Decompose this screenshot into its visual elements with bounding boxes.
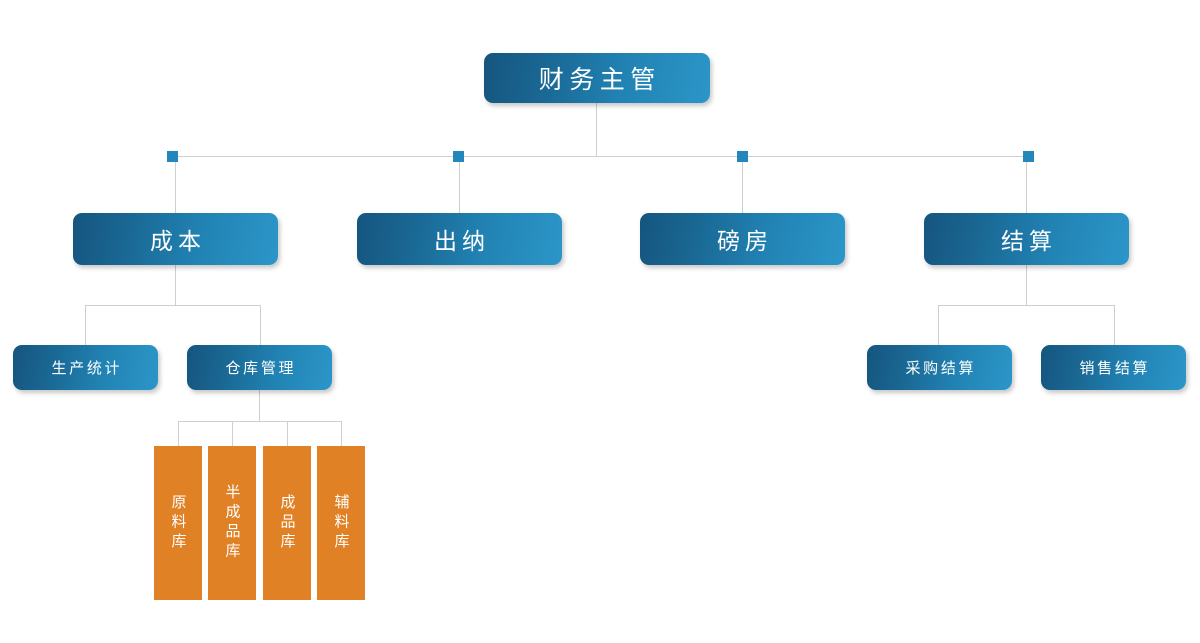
junction-marker-settlement	[1023, 151, 1034, 162]
node-finance-supervisor[interactable]: 财务主管	[484, 53, 710, 103]
node-cost[interactable]: 成本	[73, 213, 278, 265]
node-semifinished-warehouse-label: 半成品库	[223, 484, 241, 562]
connector-root-stem	[596, 103, 597, 156]
connector-drop-semifinished	[232, 421, 233, 446]
node-purchase-settlement[interactable]: 采购结算	[867, 345, 1012, 390]
connector-drop-finished	[287, 421, 288, 446]
connector-warehouse-stem	[259, 390, 260, 421]
node-semifinished-warehouse[interactable]: 半成品库	[208, 446, 256, 600]
node-weigh-room[interactable]: 磅房	[640, 213, 845, 265]
connector-cost-bus	[85, 305, 261, 306]
node-production-statistics[interactable]: 生产统计	[13, 345, 158, 390]
node-settlement[interactable]: 结算	[924, 213, 1129, 265]
connector-drop-auxiliary	[341, 421, 342, 446]
node-sales-settlement[interactable]: 销售结算	[1041, 345, 1186, 390]
connector-drop-raw-material	[178, 421, 179, 446]
connector-drop-purchase-settlement	[938, 305, 939, 345]
node-raw-material-warehouse[interactable]: 原料库	[154, 446, 202, 600]
node-warehouse-management[interactable]: 仓库管理	[187, 345, 332, 390]
connector-drop-sales-settlement	[1114, 305, 1115, 345]
connector-settlement-bus	[938, 305, 1114, 306]
connector-level2-bus	[172, 156, 1029, 157]
connector-settlement-stem	[1026, 265, 1027, 305]
node-auxiliary-warehouse-label: 辅料库	[332, 493, 350, 553]
junction-marker-cost	[167, 151, 178, 162]
junction-marker-weighroom	[737, 151, 748, 162]
connector-warehouse-bus	[178, 421, 342, 422]
node-raw-material-warehouse-label: 原料库	[169, 493, 187, 553]
node-auxiliary-warehouse[interactable]: 辅料库	[317, 446, 365, 600]
node-finished-warehouse-label: 成品库	[278, 493, 296, 553]
node-cashier[interactable]: 出纳	[357, 213, 562, 265]
connector-drop-production-stats	[85, 305, 86, 345]
connector-drop-weighroom	[742, 156, 743, 213]
connector-drop-warehouse-mgmt	[260, 305, 261, 345]
junction-marker-cashier	[453, 151, 464, 162]
connector-drop-cost	[175, 156, 176, 213]
node-finished-warehouse[interactable]: 成品库	[263, 446, 311, 600]
connector-drop-settlement	[1026, 156, 1027, 213]
connector-cost-stem	[175, 265, 176, 305]
connector-drop-cashier	[459, 156, 460, 213]
